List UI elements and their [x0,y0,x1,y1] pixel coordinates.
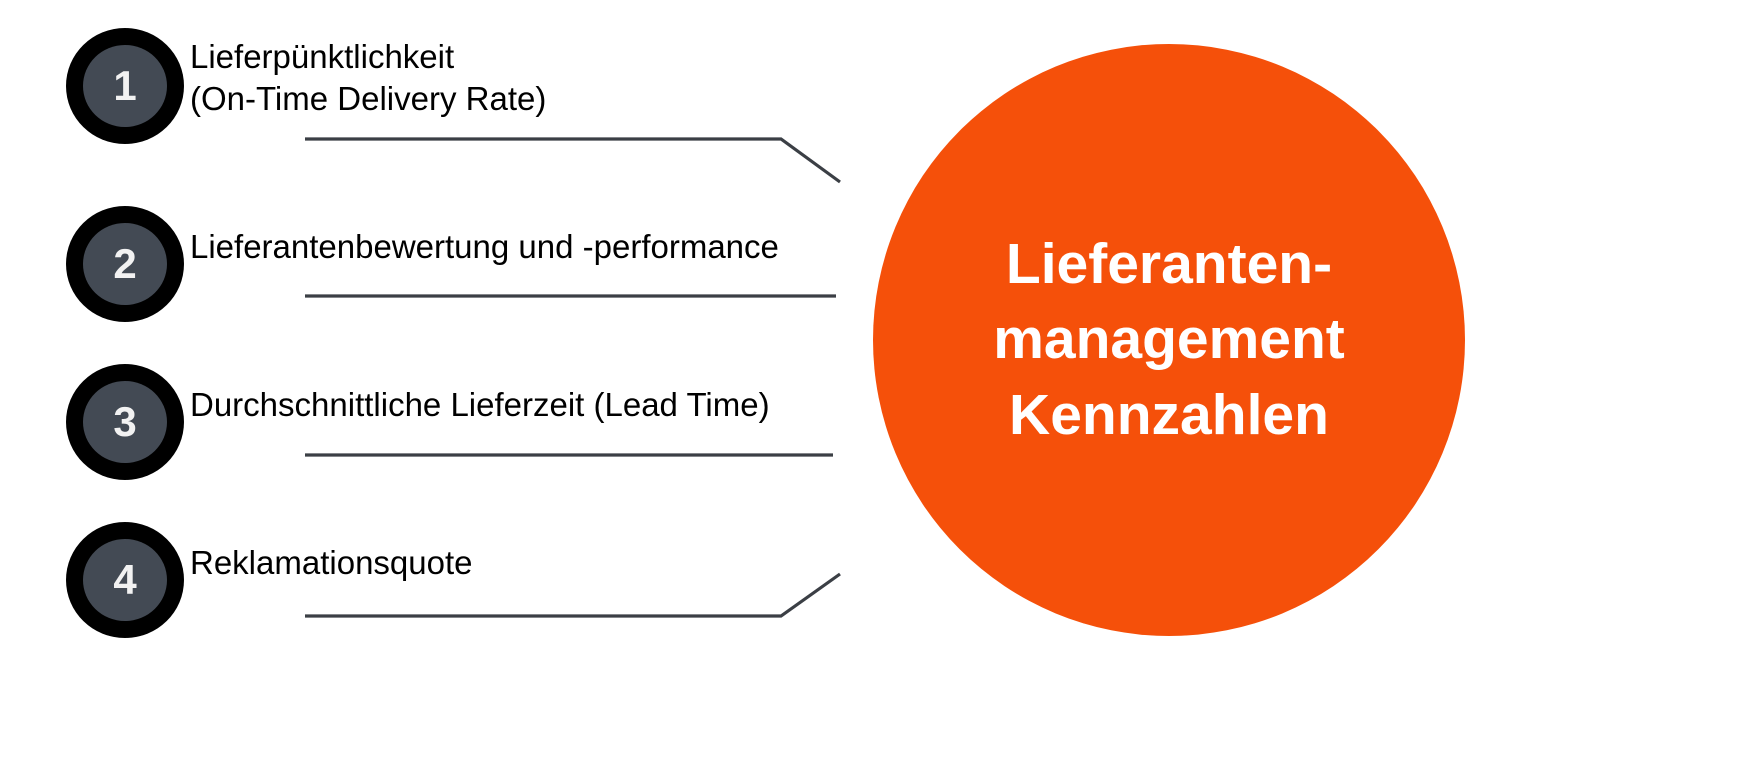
center-circle-label: Lieferanten- management Kennzahlen [993,232,1345,447]
list-item-label: Reklamationsquote [190,544,473,581]
number-badge-inner: 2 [83,223,167,305]
list-item-label: Lieferantenbewertung und -performance [190,228,779,265]
list-item-label: Lieferpünktlichkeit (On-Time Delivery Ra… [190,38,547,118]
list-item[interactable]: 2 Lieferantenbewertung und -performance [0,196,960,356]
badge-number: 1 [113,62,137,109]
badge-number: 3 [113,398,137,445]
number-badge-inner: 3 [83,381,167,463]
number-badge-inner: 1 [83,45,167,127]
number-badge-inner: 4 [83,539,167,621]
number-badge[interactable]: 4 [66,522,184,638]
number-badge[interactable]: 2 [66,206,184,322]
list-item[interactable]: 4 Reklamationsquote [0,512,960,672]
number-badge[interactable]: 3 [66,364,184,480]
list-item[interactable]: 3 Durchschnittliche Lieferzeit (Lead Tim… [0,354,960,514]
badge-number: 2 [113,240,137,287]
list-item-label: Durchschnittliche Lieferzeit (Lead Time) [190,386,770,423]
badge-number: 4 [113,556,137,603]
center-circle-node[interactable]: Lieferanten- management Kennzahlen [873,44,1465,636]
list-item[interactable]: 1 Lieferpünktlichkeit (On-Time Delivery … [0,18,960,178]
number-badge[interactable]: 1 [66,28,184,144]
